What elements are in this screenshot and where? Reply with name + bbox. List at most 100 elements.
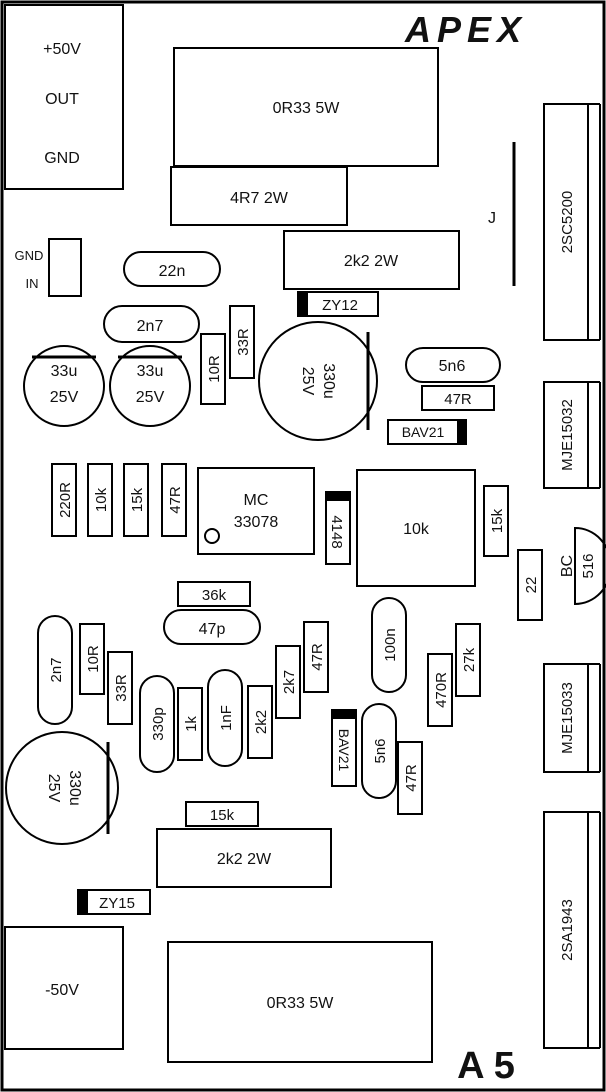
capacitor-330p: 330p <box>139 675 175 773</box>
resistor-1k-label: 1k <box>183 716 200 732</box>
resistor-2k2-bottom: 2k2 2W <box>156 828 332 888</box>
resistor-10r-mid-label: 10R <box>85 645 102 673</box>
apex-logo: APEX <box>404 9 527 50</box>
capacitor-1nf: 1nF <box>207 669 243 767</box>
resistor-0r33-top: 0R33 5W <box>173 47 439 167</box>
resistor-15k-right-label: 15k <box>489 508 506 533</box>
transistor-2sa1943-label: 2SA1943 <box>559 899 576 961</box>
plus50-label: +50V <box>43 41 81 58</box>
resistor-27k: 27k <box>455 623 481 697</box>
resistor-47r-mid-label: 47R <box>309 643 326 671</box>
capacitor-5n6-low-label: 5n6 <box>372 738 389 763</box>
capacitor-33u-a-label-1: 33u <box>51 363 78 380</box>
resistor-47r-low: 47R <box>397 741 423 815</box>
minus50-label: -50V <box>45 982 79 999</box>
capacitor-5n6-top-label: 5n6 <box>439 358 466 375</box>
resistor-27k-label: 27k <box>461 647 478 672</box>
resistor-15k-small-label: 15k <box>129 487 146 512</box>
resistor-2k2-small: 2k2 <box>247 685 273 759</box>
resistor-36k-label: 36k <box>202 587 227 604</box>
resistor-220r: 220R <box>51 463 77 537</box>
resistor-47r-mid: 47R <box>303 621 329 693</box>
resistor-15k-right: 15k <box>483 485 509 557</box>
capacitor-1nf-label: 1nF <box>218 705 235 731</box>
capacitor-33u-a: 33u 25V <box>23 345 105 427</box>
resistor-470r: 470R <box>427 653 453 727</box>
resistor-10k-small: 10k <box>87 463 113 537</box>
resistor-0r33-bottom-label: 0R33 5W <box>267 995 335 1012</box>
capacitor-22n-label: 22n <box>159 263 186 280</box>
diode-zy15-label: ZY15 <box>99 895 135 912</box>
transistor-bc516-label-1: BC <box>559 555 576 577</box>
gnd-label: GND <box>44 150 80 167</box>
resistor-15k-small: 15k <box>123 463 149 537</box>
capacitor-33u-b-label-2: 25V <box>136 389 165 406</box>
terminal-plus50-out-gnd: +50V OUT GND <box>4 4 124 190</box>
diode-zy15: ZY15 <box>77 889 151 915</box>
resistor-47r-left: 47R <box>161 463 187 537</box>
capacitor-330u-top-label-2: 25V <box>299 367 316 396</box>
resistor-15k-low-label: 15k <box>210 807 235 824</box>
ic-label-1: MC <box>244 492 269 509</box>
transistor-mje15032: MJE15032 <box>543 381 601 489</box>
out-label: OUT <box>45 91 79 108</box>
resistor-10r-top: 10R <box>200 333 226 405</box>
transistor-2sc5200: 2SC5200 <box>543 103 601 341</box>
resistor-33r-mid: 33R <box>107 651 133 725</box>
resistor-47r-left-label: 47R <box>167 486 184 514</box>
resistor-0r33-bottom: 0R33 5W <box>167 941 433 1063</box>
diode-zy12: ZY12 <box>297 291 379 317</box>
trimmer-10k: 10k <box>356 469 476 587</box>
diode-bav21-low: BAV21 <box>331 709 357 787</box>
resistor-33r-top: 33R <box>229 305 255 379</box>
transistor-2sc5200-label: 2SC5200 <box>559 191 576 254</box>
capacitor-2n7-top-label: 2n7 <box>137 318 164 335</box>
resistor-4r7: 4R7 2W <box>170 166 348 226</box>
ic-mc33078: MC 33078 <box>197 467 315 555</box>
ic-label-2: 33078 <box>234 514 279 531</box>
resistor-220r-label: 220R <box>57 482 74 518</box>
transistor-2sa1943: 2SA1943 <box>543 811 601 1049</box>
resistor-10r-top-label: 10R <box>206 355 223 383</box>
capacitor-330u-bottom: 330u 25V <box>5 731 119 845</box>
diode-zy12-label: ZY12 <box>322 297 358 314</box>
capacitor-5n6-low: 5n6 <box>361 703 397 799</box>
resistor-47r-right: 47R <box>421 385 495 411</box>
resistor-33r-top-label: 33R <box>235 328 252 356</box>
capacitor-22n: 22n <box>123 251 221 287</box>
resistor-22: 22 <box>517 549 543 621</box>
terminal-minus50: -50V <box>4 926 124 1050</box>
transistor-mje15033-label: MJE15033 <box>559 682 576 754</box>
resistor-2k2-top: 2k2 2W <box>283 230 460 290</box>
diode-bav21-low-label: BAV21 <box>336 729 352 772</box>
capacitor-2n7-mid-label: 2n7 <box>48 657 65 682</box>
capacitor-2n7-mid: 2n7 <box>37 615 73 725</box>
capacitor-33u-b-label-1: 33u <box>137 363 164 380</box>
capacitor-100n-label: 100n <box>382 628 399 661</box>
in-label: IN <box>26 276 39 291</box>
transistor-bc516: BC 516 <box>559 526 606 606</box>
capacitor-330u-top-label-1: 330u <box>320 363 337 399</box>
resistor-47r-low-label: 47R <box>403 764 420 792</box>
capacitor-33u-b: 33u 25V <box>109 345 191 427</box>
resistor-33r-mid-label: 33R <box>113 674 130 702</box>
capacitor-100n: 100n <box>371 597 407 693</box>
capacitor-5n6-top: 5n6 <box>405 347 501 383</box>
resistor-470r-label: 470R <box>433 672 450 708</box>
diode-4148: 4148 <box>325 491 351 565</box>
capacitor-330p-label: 330p <box>150 707 167 740</box>
resistor-10k-small-label: 10k <box>93 487 110 512</box>
diode-4148-label: 4148 <box>328 515 345 548</box>
resistor-0r33-top-label: 0R33 5W <box>273 100 341 117</box>
diode-bav21-top: BAV21 <box>387 419 467 445</box>
resistor-15k-low: 15k <box>185 801 259 827</box>
resistor-2k2-top-label: 2k2 2W <box>344 253 399 270</box>
input-connector: GND IN <box>15 238 82 297</box>
capacitor-47p: 47p <box>163 609 261 645</box>
resistor-10r-mid: 10R <box>79 623 105 695</box>
capacitor-330u-top: 330u 25V <box>258 321 378 441</box>
capacitor-47p-label: 47p <box>199 621 226 638</box>
diode-bav21-top-label: BAV21 <box>402 424 445 440</box>
board-id: A 5 <box>457 1045 515 1087</box>
